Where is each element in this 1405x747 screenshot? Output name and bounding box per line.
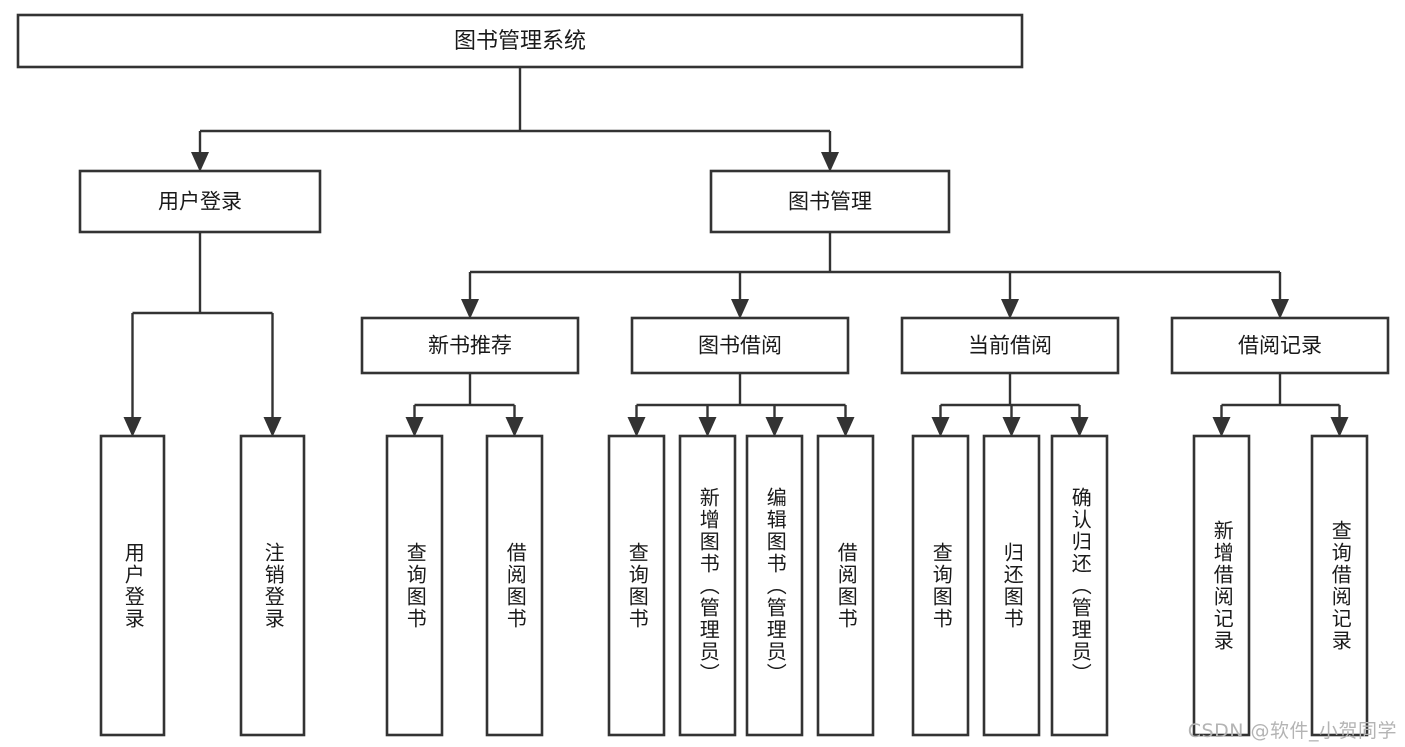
records-to-leaves-arrow-0 bbox=[1212, 417, 1231, 437]
node-box-current-borrow[interactable] bbox=[900, 316, 1120, 375]
bookmgmt-to-level3-arrow-2 bbox=[1001, 299, 1019, 319]
connector-layer bbox=[123, 67, 1349, 437]
node-box-layer bbox=[16, 13, 1390, 737]
node-box-leaf-borrow-books[interactable] bbox=[816, 434, 875, 737]
watermark-text: CSDN @软件_小贺同学 bbox=[1187, 720, 1397, 742]
bookmgmt-to-level3-arrow-1 bbox=[731, 299, 749, 319]
root-to-level2-arrow-1 bbox=[821, 152, 839, 172]
userlogin-to-leaves-arrow-0 bbox=[123, 417, 142, 437]
node-box-leaf-add-book-admin[interactable] bbox=[678, 434, 737, 737]
node-label-current-borrow: 当前借阅 bbox=[968, 334, 1052, 358]
bookmgmt-to-level3-arrow-3 bbox=[1271, 299, 1289, 319]
node-label-new-book-recommend: 新书推荐 bbox=[428, 334, 512, 358]
node-box-book-management[interactable] bbox=[709, 169, 951, 234]
node-label-root: 图书管理系统 bbox=[454, 29, 586, 54]
node-box-leaf-user-login[interactable] bbox=[99, 434, 166, 737]
bookmgmt-to-level3-arrow-0 bbox=[461, 299, 479, 319]
node-label-book-borrow: 图书借阅 bbox=[698, 334, 782, 358]
node-box-root[interactable] bbox=[16, 13, 1024, 69]
node-label-book-management: 图书管理 bbox=[788, 190, 872, 214]
node-box-borrow-records[interactable] bbox=[1170, 316, 1390, 375]
borrow-to-leaves-arrow-0 bbox=[627, 417, 646, 437]
node-box-leaf-query-books-recommend[interactable] bbox=[385, 434, 444, 737]
borrow-to-leaves-arrow-3 bbox=[836, 417, 855, 437]
userlogin-to-leaves-arrow-1 bbox=[263, 417, 282, 437]
node-box-leaf-confirm-return-admin[interactable] bbox=[1050, 434, 1109, 737]
node-box-book-borrow[interactable] bbox=[630, 316, 850, 375]
borrow-to-leaves-arrow-1 bbox=[698, 417, 717, 437]
current-to-leaves-arrow-1 bbox=[1002, 417, 1021, 437]
recommend-to-leaves-arrow-0 bbox=[405, 417, 424, 437]
node-box-leaf-borrow-books-recommend[interactable] bbox=[485, 434, 544, 737]
borrow-to-leaves-arrow-2 bbox=[765, 417, 784, 437]
node-box-leaf-logout[interactable] bbox=[239, 434, 306, 737]
root-to-level2-arrow-0 bbox=[191, 152, 209, 172]
records-to-leaves-arrow-1 bbox=[1330, 417, 1349, 437]
current-to-leaves-arrow-2 bbox=[1070, 417, 1089, 437]
node-box-leaf-add-borrow-record[interactable] bbox=[1192, 434, 1251, 737]
node-box-user-login[interactable] bbox=[78, 169, 322, 234]
node-box-leaf-query-books-current[interactable] bbox=[911, 434, 970, 737]
node-label-borrow-records: 借阅记录 bbox=[1238, 334, 1322, 358]
recommend-to-leaves-arrow-1 bbox=[505, 417, 524, 437]
node-box-leaf-query-books-borrow[interactable] bbox=[607, 434, 666, 737]
node-box-leaf-query-borrow-record[interactable] bbox=[1310, 434, 1369, 737]
node-box-leaf-edit-book-admin[interactable] bbox=[745, 434, 804, 737]
node-box-new-book-recommend[interactable] bbox=[360, 316, 580, 375]
node-box-leaf-return-books[interactable] bbox=[982, 434, 1041, 737]
node-label-user-login: 用户登录 bbox=[158, 190, 242, 214]
current-to-leaves-arrow-0 bbox=[931, 417, 950, 437]
